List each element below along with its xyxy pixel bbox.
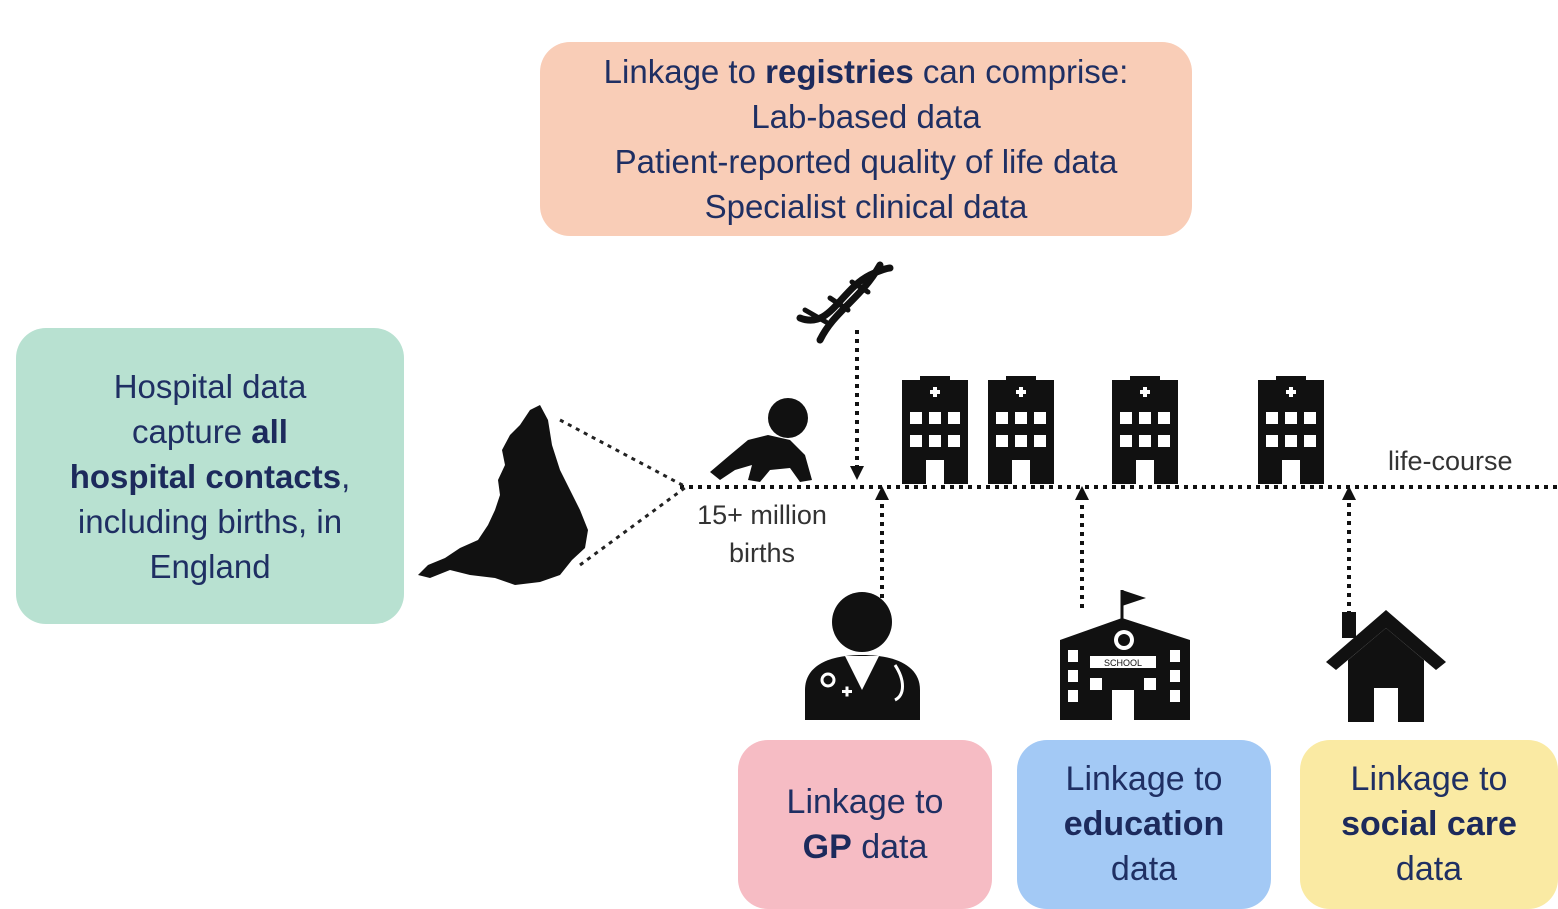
- education-line-1: Linkage to: [1065, 760, 1223, 798]
- education-line-2-bold: education: [1063, 805, 1225, 843]
- hospital-line-2-pre: capture: [132, 412, 252, 450]
- registries-heading-bold: registries: [765, 53, 914, 90]
- zoom-line-bottom: [579, 485, 687, 567]
- registries-box: Linkage to registries can comprise: Lab-…: [540, 42, 1192, 236]
- hospital-building-icon: [902, 376, 968, 484]
- hospital-building-icon: [1112, 376, 1178, 484]
- gp-arrow-head: [875, 486, 889, 500]
- hospital-line-2: capture all: [132, 409, 288, 454]
- social-care-linkage-box: Linkage to social care data: [1300, 740, 1558, 909]
- hospital-line-4: including births, in: [77, 502, 343, 540]
- births-line-1: 15+ million: [697, 500, 827, 530]
- registries-item: Specialist clinical data: [704, 188, 1028, 225]
- gp-linkage-box: Linkage to GP data: [738, 740, 992, 909]
- hospital-building-icon: [988, 376, 1054, 484]
- school-sign-text: SCHOOL: [1104, 658, 1142, 668]
- life-course-label: life-course: [1388, 446, 1513, 476]
- zoom-line-top: [559, 418, 687, 489]
- dna-arrow-head: [850, 466, 864, 480]
- baby-crawling-icon: [710, 398, 812, 482]
- births-line-2: births: [728, 538, 796, 568]
- education-arrow-head: [1075, 486, 1089, 500]
- education-linkage-box: Linkage to education data: [1017, 740, 1271, 909]
- registries-item: Patient-reported quality of life data: [614, 143, 1118, 180]
- registries-item: Lab-based data: [751, 98, 981, 135]
- doctor-icon: [805, 592, 920, 720]
- registries-heading-post: can comprise:: [913, 53, 1129, 90]
- house-icon: [1326, 610, 1446, 722]
- social-line-1: Linkage to: [1350, 760, 1508, 798]
- dna-icon: [796, 261, 894, 344]
- gp-line-1: Linkage to: [786, 782, 944, 821]
- gp-line-2-bold: GP: [802, 827, 852, 866]
- hospital-line-3: hospital contacts,: [70, 454, 351, 499]
- school-icon: SCHOOL: [1060, 590, 1190, 720]
- hospital-building-icon: [1258, 376, 1324, 484]
- social-line-2-bold: social care: [1341, 805, 1517, 843]
- hospital-line-5: England: [149, 547, 271, 585]
- hospital-line-3-post: ,: [341, 457, 351, 495]
- hospital-data-box: Hospital data capture all hospital conta…: [16, 328, 404, 624]
- hospital-line-2-bold: all: [251, 412, 288, 450]
- social-line-3: data: [1395, 850, 1463, 888]
- registries-heading-pre: Linkage to: [603, 53, 766, 90]
- gp-line-2-post: data: [851, 827, 928, 866]
- education-line-3: data: [1110, 850, 1178, 888]
- england-map-icon: [418, 405, 588, 585]
- hospital-line-1: Hospital data: [113, 367, 307, 405]
- births-label: 15+ million births: [672, 496, 852, 572]
- social-arrow-head: [1342, 486, 1356, 500]
- hospital-line-3-bold: hospital contacts: [69, 457, 342, 495]
- gp-line-2: GP data: [803, 825, 928, 870]
- registries-heading: Linkage to registries can comprise:: [604, 49, 1129, 94]
